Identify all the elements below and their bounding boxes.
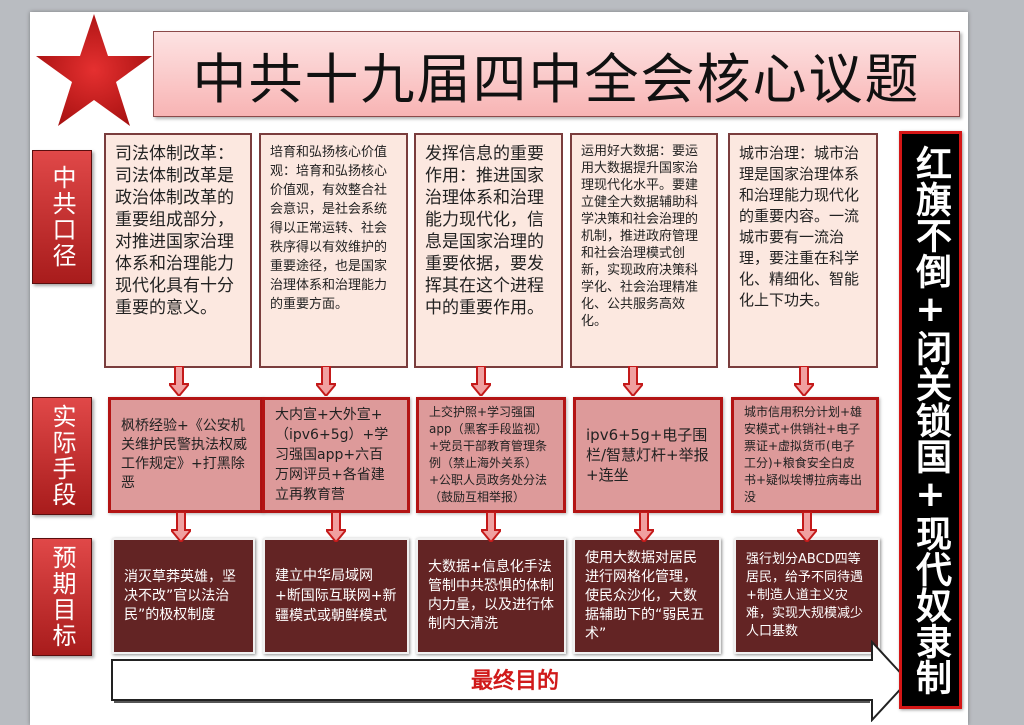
arrow-down-icon xyxy=(797,512,817,542)
arrow-down-icon xyxy=(794,366,814,396)
claim-text: 运用好大数据：要运用大数据提升国家治理现代化水平。要建立健全大数据辅助科学决策和… xyxy=(581,144,699,329)
row-label-means: 实际手段 xyxy=(32,397,92,515)
arrow-down-icon xyxy=(481,512,501,542)
claim-text: 城市治理：城市治理是国家治理体系和治理能力现代化的重要内容。一流城市要有一流治理… xyxy=(739,144,860,309)
means-box-judicial: 枫桥经验+《公安机关维护民警执法权威工作规定》+打黑除恶 xyxy=(108,397,263,513)
final-arrow-icon xyxy=(111,640,910,722)
goal-box-values: 建立中华局域网+断国际互联网+新疆模式或朝鲜模式 xyxy=(263,538,409,654)
arrow-down-icon xyxy=(471,366,491,396)
row-label-means-text: 实际手段 xyxy=(48,404,76,508)
page-title: 中共十九届四中全会核心议题 xyxy=(192,47,921,111)
goal-box-urban: 强行划分ABCD四等居民，给予不同待遇+制造人道主义灾难，实现大规模减少人口基数 xyxy=(734,538,880,654)
arrow-down-icon xyxy=(326,512,346,542)
arrow-down-icon xyxy=(169,366,189,396)
goal-box-information: 大数据+信息化手法管制中共恐惧的体制内力量，以及进行体制内大清洗 xyxy=(416,538,566,654)
conclusion-bar: 红旗不倒+闭关锁国+现代奴隶制 xyxy=(899,131,962,709)
means-text: 上交护照+学习强国app（黑客手段监视）+党员干部教育管理条例（禁止海外关系）+… xyxy=(429,405,548,504)
red-star-icon xyxy=(36,14,152,126)
goal-text: 消灭草莽英雄，坚决不改”官以法治民”的极权制度 xyxy=(124,568,236,623)
claim-text: 培育和弘扬核心价值观：培育和弘扬核心价值观，有效整合社会意识，是社会系统得以正常… xyxy=(270,145,388,312)
means-box-urban: 城市信用积分计划+雄安模式+供销社+电子票证+虚拟货币(电子工分)+粮食安全白皮… xyxy=(731,397,879,513)
arrow-down-icon xyxy=(171,512,191,542)
row-label-goal: 预期目标 xyxy=(32,538,92,656)
goal-text: 使用大数据对居民进行网格化管理，使民众沙化，大数据辅助下的“弱民五术” xyxy=(585,549,705,642)
means-box-bigdata: ipv6+5g+电子围栏/智慧灯杆+举报+连坐 xyxy=(573,397,723,513)
means-text: 城市信用积分计划+雄安模式+供销社+电子票证+虚拟货币(电子工分)+粮食安全白皮… xyxy=(744,405,863,504)
means-box-values: 大内宣+大外宣+（ipv6+5g）+学习强国app+六百万网评员+各省建立再教育… xyxy=(262,397,410,513)
claim-box-judicial: 司法体制改革：司法体制改革是政治体制改革的重要组成部分，对推进国家治理体系和治理… xyxy=(104,133,252,368)
goal-text: 大数据+信息化手法管制中共恐惧的体制内力量，以及进行体制内大清洗 xyxy=(428,559,554,632)
goal-text: 强行划分ABCD四等居民，给予不同待遇+制造人道主义灾难，实现大规模减少人口基数 xyxy=(746,552,864,639)
means-text: 大内宣+大外宣+（ipv6+5g）+学习强国app+六百万网评员+各省建立再教育… xyxy=(275,407,389,503)
claim-text: 司法体制改革：司法体制改革是政治体制改革的重要组成部分，对推进国家治理体系和治理… xyxy=(115,144,234,318)
row-label-claim-text: 中共口径 xyxy=(48,165,76,269)
goal-text: 建立中华局域网+断国际互联网+新疆模式或朝鲜模式 xyxy=(275,568,397,624)
claim-box-information: 发挥信息的重要作用：推进国家治理体系和治理能力现代化，信息是国家治理的重要依据，… xyxy=(414,133,563,368)
row-label-claim: 中共口径 xyxy=(32,150,92,284)
final-goal-label: 最终目的 xyxy=(470,669,559,694)
claim-box-bigdata: 运用好大数据：要运用大数据提升国家治理现代化水平。要建立健全大数据辅助科学决策和… xyxy=(570,133,718,368)
goal-box-bigdata: 使用大数据对居民进行网格化管理，使民众沙化，大数据辅助下的“弱民五术” xyxy=(573,538,721,654)
claim-box-values: 培育和弘扬核心价值观：培育和弘扬核心价值观，有效整合社会意识，是社会系统得以正常… xyxy=(259,133,408,368)
row-label-goal-text: 预期目标 xyxy=(48,545,76,649)
means-text: 枫桥经验+《公安机关维护民警执法权威工作规定》+打黑除恶 xyxy=(121,418,247,491)
goal-box-judicial: 消灭草莽英雄，坚决不改”官以法治民”的极权制度 xyxy=(112,538,255,654)
arrow-down-icon xyxy=(634,512,654,542)
means-text: ipv6+5g+电子围栏/智慧灯杆+举报+连坐 xyxy=(586,426,709,484)
arrow-down-icon xyxy=(623,366,643,396)
claim-box-urban: 城市治理：城市治理是国家治理体系和治理能力现代化的重要内容。一流城市要有一流治理… xyxy=(728,133,878,368)
means-box-information: 上交护照+学习强国app（黑客手段监视）+党员干部教育管理条例（禁止海外关系）+… xyxy=(416,397,566,513)
claim-text: 发挥信息的重要作用：推进国家治理体系和治理能力现代化，信息是国家治理的重要依据，… xyxy=(425,144,544,318)
title-banner: 中共十九届四中全会核心议题 xyxy=(153,31,960,117)
conclusion-text: 红旗不倒+闭关锁国+现代奴隶制 xyxy=(910,145,951,695)
arrow-down-icon xyxy=(316,366,336,396)
